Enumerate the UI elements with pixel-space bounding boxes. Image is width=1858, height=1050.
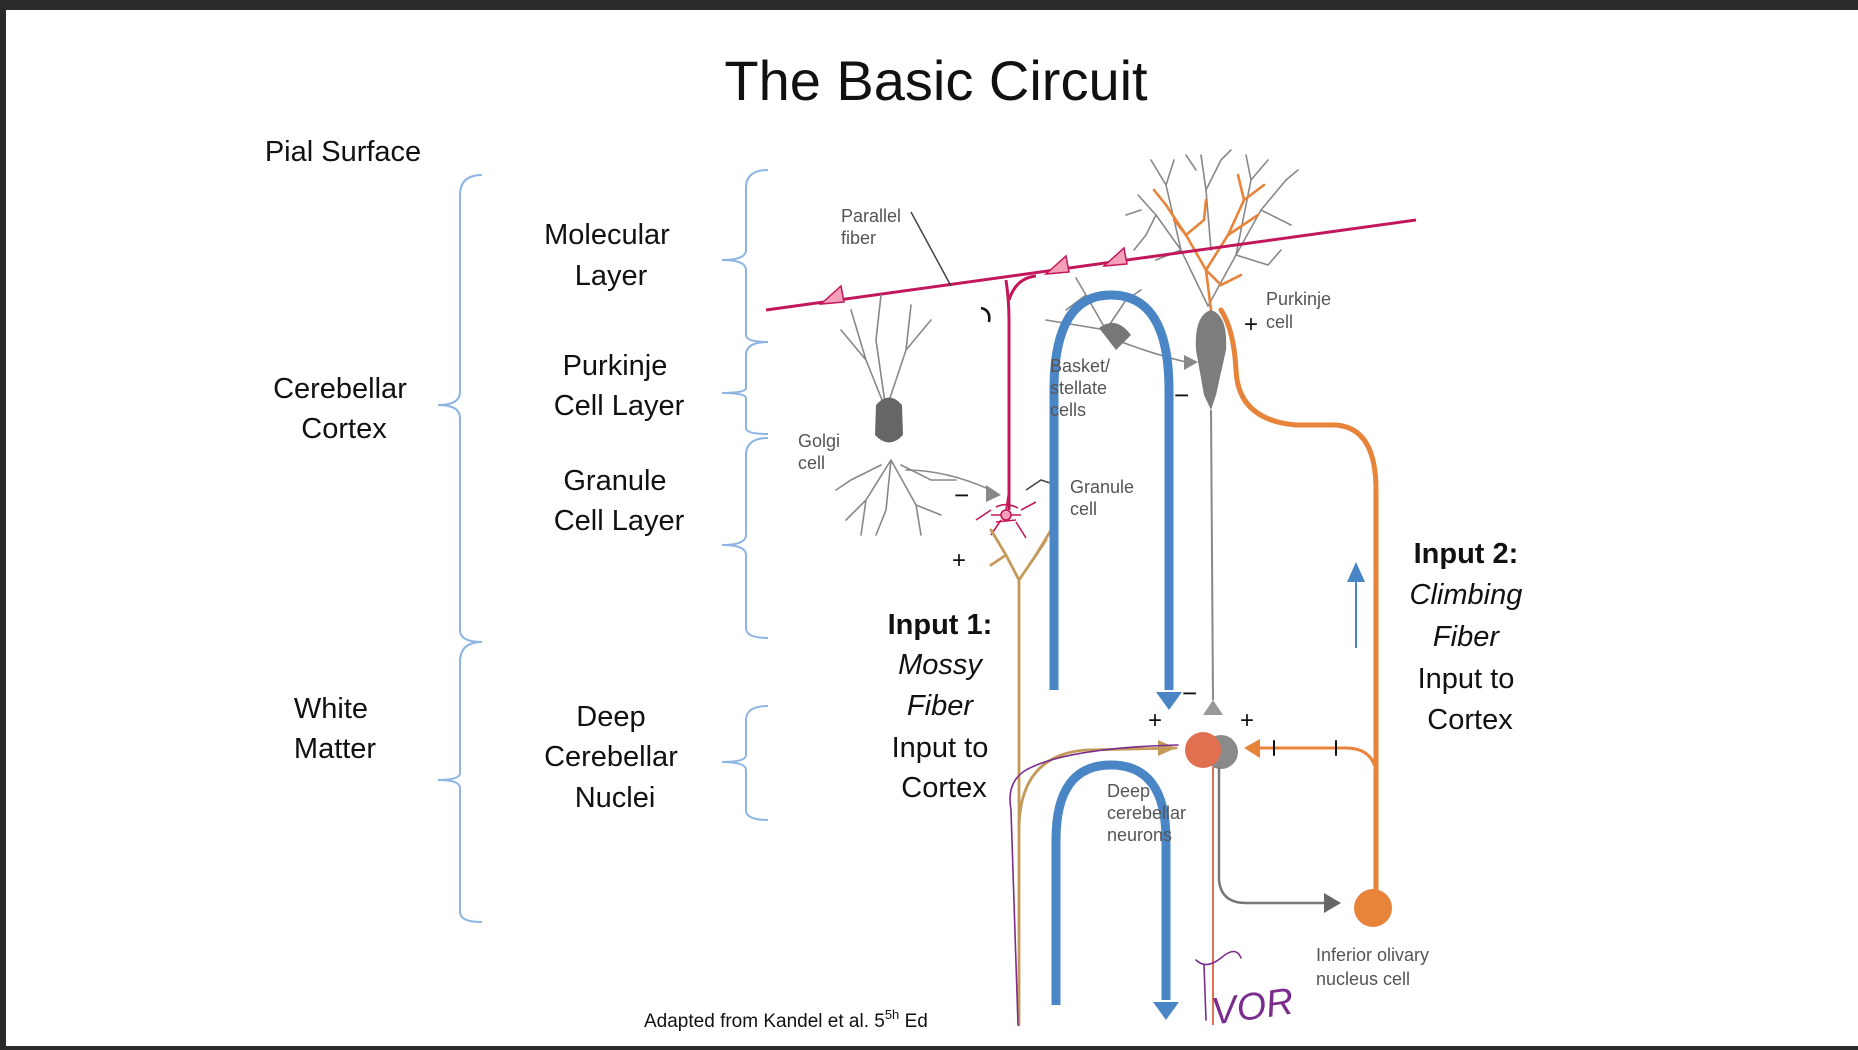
purkinje-cell-layer-label: Purkinje Cell Layer bbox=[554, 350, 685, 422]
basic-circuit-diagram: The Basic Circuit Pial Surface Cerebella… bbox=[265, 49, 1531, 1034]
cortex-loop-arrowhead bbox=[1156, 692, 1182, 710]
basket-minus-sign: − bbox=[1174, 380, 1189, 410]
nuclei-loop-arrow bbox=[1051, 760, 1171, 1005]
purkinje-dendritic-tree bbox=[1125, 149, 1299, 312]
parallel-fiber-synapse bbox=[1101, 246, 1128, 267]
citation: Adapted from Kandel et al. 55h Ed bbox=[644, 1007, 928, 1032]
molecular-layer-label: Molecular Layer bbox=[544, 219, 678, 292]
molecular-bracket bbox=[721, 169, 769, 343]
cortex-loop-arrow bbox=[1049, 290, 1174, 690]
deep-neurons-label: Deep cerebellar neurons bbox=[1107, 781, 1191, 845]
purkinje-layer-bracket bbox=[721, 341, 769, 435]
deep-minus-sign: − bbox=[1182, 678, 1197, 708]
pial-surface-label: Pial Surface bbox=[265, 136, 421, 168]
mossy-synapse bbox=[1158, 740, 1176, 756]
mossy-fiber bbox=[989, 528, 1178, 1027]
deep-plus-sign-left: + bbox=[1148, 707, 1162, 734]
granule-cell-layer-label: Granule Cell Layer bbox=[554, 465, 685, 537]
parallel-fiber-label: Parallel fiber bbox=[841, 206, 906, 248]
golgi-cell-label: Golgi cell bbox=[798, 431, 845, 473]
flow-arrows bbox=[1049, 290, 1365, 1020]
granule-layer-bracket bbox=[721, 437, 769, 639]
page-title: The Basic Circuit bbox=[724, 49, 1148, 112]
climbing-up-arrowhead bbox=[1347, 562, 1365, 582]
deep-cerebellar-neurons bbox=[1185, 732, 1341, 1025]
cerebellar-cortex-label: Cerebellar Cortex bbox=[273, 373, 415, 445]
granule-cell bbox=[975, 479, 1057, 539]
cortex-bracket bbox=[437, 174, 483, 643]
slide: The Basic Circuit Pial Surface Cerebella… bbox=[6, 10, 1858, 1046]
input2-label: Input 2: Climbing Fiber Input to Cortex bbox=[1410, 538, 1531, 736]
purkinje-plus-sign: + bbox=[1244, 311, 1258, 338]
golgi-minus-sign: − bbox=[954, 480, 969, 510]
golgi-cell bbox=[835, 294, 1001, 536]
input1-label: Input 1: Mossy Fiber Input to Cortex bbox=[888, 609, 1001, 804]
parallel-fiber bbox=[765, 211, 1417, 510]
granule-cell-label: Granule cell bbox=[1070, 477, 1139, 519]
deep-cerebellar-nuclei-label: Deep Cerebellar Nuclei bbox=[544, 701, 686, 814]
white-matter-label: White Matter bbox=[294, 693, 377, 765]
parallel-fiber-synapse bbox=[818, 284, 845, 305]
deep-nuclei-bracket bbox=[721, 705, 769, 821]
inferior-olivary-cell bbox=[1354, 889, 1392, 927]
basket-stellate-label: Basket/ stellate cells bbox=[1050, 356, 1115, 420]
granule-plus-sign: + bbox=[952, 547, 966, 574]
climbing-fiber bbox=[1218, 307, 1379, 908]
nuclei-loop-arrowhead bbox=[1153, 1002, 1179, 1020]
deep-plus-sign-right: + bbox=[1240, 707, 1254, 734]
vor-handwriting: VOR bbox=[1209, 981, 1296, 1034]
purkinje-cell-label: Purkinje cell bbox=[1266, 289, 1336, 332]
white-matter-bracket bbox=[437, 641, 483, 923]
handwritten-annotations bbox=[1009, 744, 1242, 1026]
inferior-olivary-label: Inferior olivary nucleus cell bbox=[1316, 945, 1434, 989]
purkinje-soma bbox=[1195, 310, 1227, 715]
climbing-synapse bbox=[1244, 739, 1260, 758]
parallel-fiber-synapse bbox=[1043, 254, 1070, 275]
